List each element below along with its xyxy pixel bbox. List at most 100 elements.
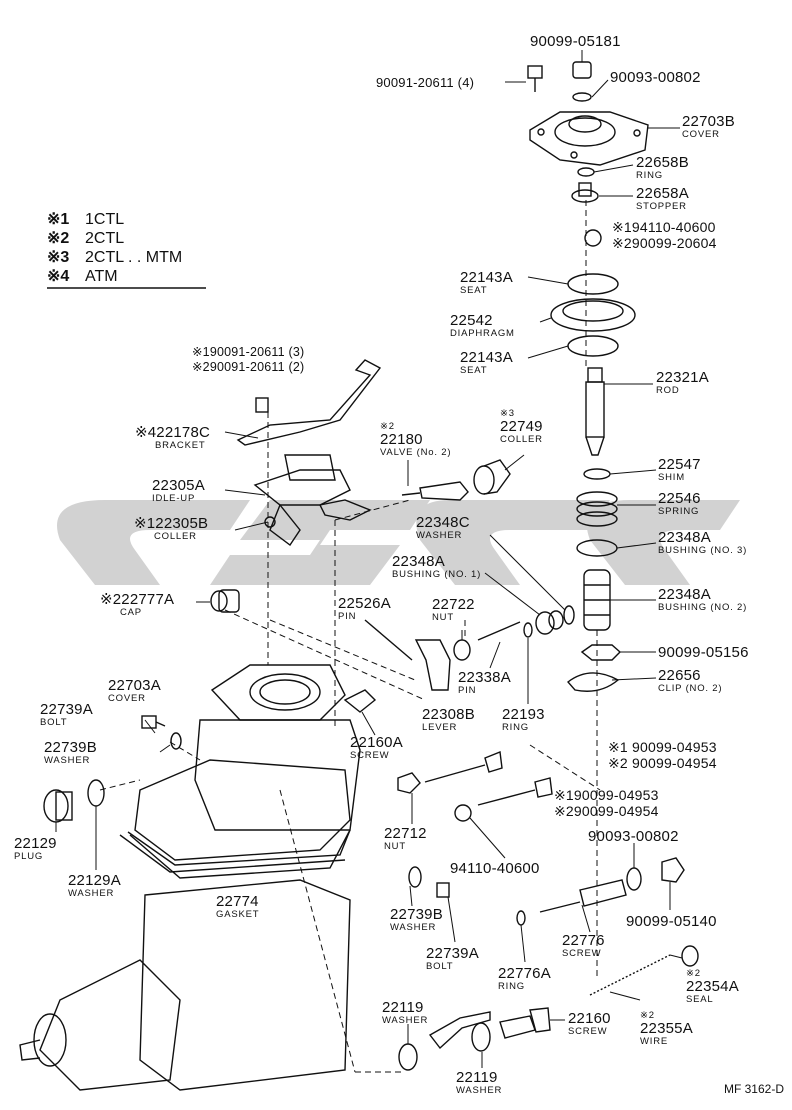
leader-lines <box>55 50 683 1068</box>
seat-lower <box>567 335 619 357</box>
shim-22547 <box>583 468 611 480</box>
callout-94110-40600-lower: 94110-40600 <box>450 860 540 877</box>
bolt-90091 <box>527 65 543 92</box>
alignment-lines <box>99 200 601 1073</box>
callout-90099-04954-a: ※2 90099-04954 <box>608 755 717 771</box>
washer-22119-right <box>471 1022 491 1052</box>
screw-22160 <box>499 1007 551 1039</box>
bolt-22739A-lower <box>436 882 450 898</box>
pin-22526A <box>364 619 413 661</box>
callout-90099-20604: ※290099-20604 <box>612 235 717 251</box>
washer-90093 <box>572 92 592 102</box>
washer-22348C <box>563 605 575 625</box>
callout-90099-05156: 90099-05156 <box>658 644 749 661</box>
nut-22722 <box>453 639 471 661</box>
bushing-no2 <box>583 569 611 631</box>
coller-22749 <box>473 459 511 495</box>
watermark-logo <box>57 500 740 585</box>
washer-22739B <box>170 732 182 750</box>
n-marked-nut-94110 <box>454 804 472 822</box>
lever-arm-lower <box>428 1011 491 1050</box>
legend-marker: ※4 <box>47 268 70 285</box>
cover-22703B <box>529 111 649 166</box>
callout-90091-20611: 90091-20611 (4) <box>376 75 475 90</box>
spring-22546 <box>576 491 618 527</box>
washer-22129A <box>87 779 105 807</box>
washer-22119-left <box>398 1043 418 1071</box>
washer-22739B-lower <box>408 866 422 888</box>
gasket-22774 <box>129 829 351 879</box>
nut-22712 <box>397 772 421 794</box>
injection-pump-housing <box>19 879 351 1091</box>
cap-22777A <box>210 589 240 613</box>
callout-90099-04953-a: ※1 90099-04953 <box>608 739 717 755</box>
callout-90091-20611-2: ※290091-20611 (2) <box>192 360 305 374</box>
callout-90099-05181: 90099-05181 <box>530 33 621 50</box>
callout-90093-00802: 90093-00802 <box>610 69 701 86</box>
bolt-22739A <box>141 715 166 729</box>
wire-22355A <box>589 954 671 996</box>
rod-22321A <box>585 367 605 456</box>
plug-22129 <box>43 789 73 823</box>
n-marked-nut <box>584 229 602 247</box>
callout-90091-20611-3: ※190091-20611 (3) <box>192 345 305 359</box>
cover-22703A <box>210 664 346 721</box>
ring-22776A <box>516 910 526 926</box>
callout-90093-00802-lower: 90093-00802 <box>588 828 679 845</box>
legend-text: 2CTL . . MTM <box>85 249 183 266</box>
callout-90099-04953-b: ※190099-04953 <box>554 787 659 803</box>
pin-22338A <box>477 621 521 641</box>
ring-22193 <box>523 622 533 638</box>
washer-90093-lower <box>626 867 642 891</box>
clip-22656 <box>566 672 620 692</box>
callout-90099-05140: 90099-05140 <box>626 913 717 930</box>
valve-22180 <box>401 481 469 501</box>
screw-22160A <box>343 689 377 713</box>
legend-marker: ※2 <box>47 230 70 247</box>
screw-90099-04953 <box>424 751 503 783</box>
pump-body <box>119 719 361 873</box>
diaphragm-22542 <box>550 298 636 332</box>
nut-90099-05181 <box>572 61 592 79</box>
seat-upper <box>567 273 619 295</box>
legend-marker: ※1 <box>47 211 70 228</box>
seal-22354A <box>681 945 699 967</box>
